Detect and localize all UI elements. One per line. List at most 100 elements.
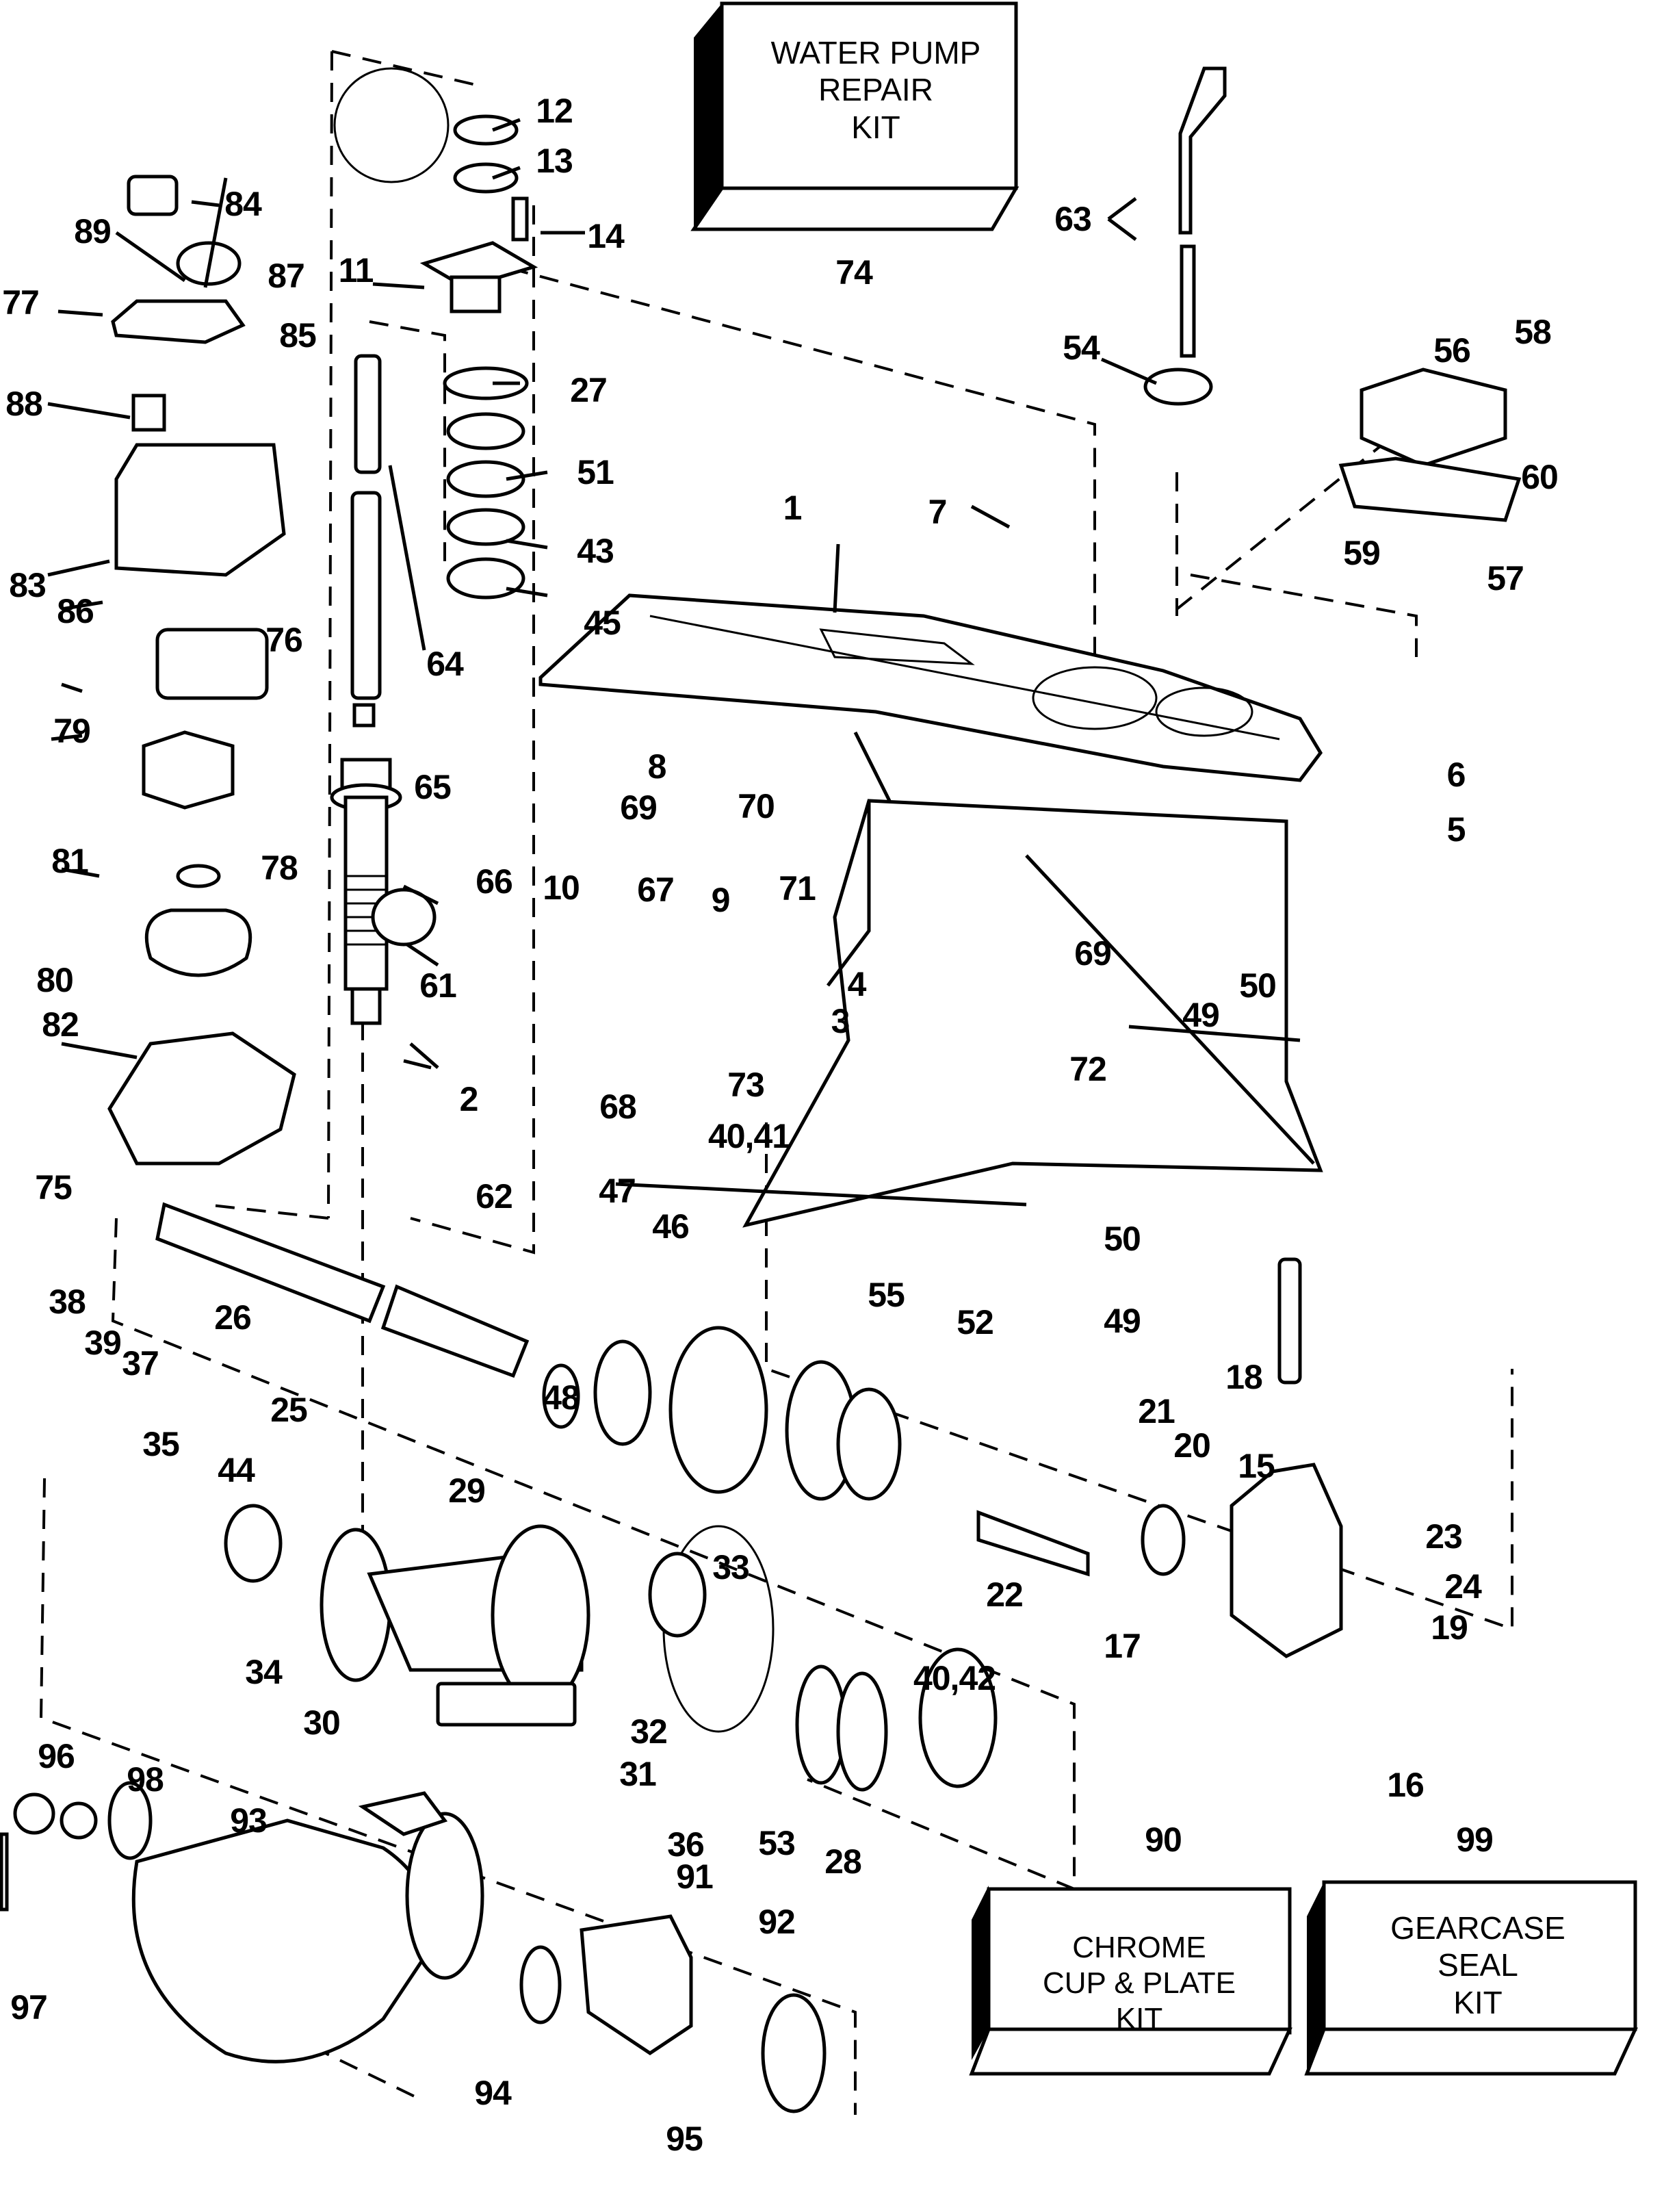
callout-92: 92 [758, 1903, 796, 1941]
callout-19: 19 [1431, 1608, 1468, 1647]
callout-90: 90 [1145, 1821, 1182, 1859]
callout-13: 13 [536, 142, 573, 180]
kit-line: REPAIR [818, 72, 933, 108]
callout-86: 86 [57, 592, 94, 630]
chrome-cup-kit-label: CHROME CUP & PLATE KIT [992, 1930, 1286, 2037]
callout-58: 58 [1514, 313, 1552, 351]
callout-77: 77 [2, 283, 40, 322]
chrome-cup-kit-box [969, 1886, 1292, 2076]
callout-60: 60 [1521, 458, 1559, 496]
kit-line: GEARCASE [1390, 1910, 1565, 1946]
callout-57: 57 [1487, 559, 1524, 597]
callout-50: 50 [1239, 966, 1277, 1005]
callout-89: 89 [74, 212, 112, 250]
callout-80: 80 [36, 961, 74, 999]
callout-11: 11 [338, 251, 374, 290]
callout-7: 7 [928, 493, 948, 531]
callout-75: 75 [35, 1168, 73, 1207]
callout-82: 82 [42, 1005, 79, 1044]
propeller-shaft-and-gears [155, 888, 902, 1501]
callout-53: 53 [758, 1824, 796, 1862]
kit-line: WATER PUMP [770, 35, 981, 70]
callout-47: 47 [599, 1172, 636, 1210]
callout-87: 87 [268, 257, 305, 295]
callout-1: 1 [783, 489, 803, 527]
callout-85: 85 [279, 316, 317, 355]
callout-44: 44 [218, 1451, 255, 1489]
callout-49: 49 [1104, 1302, 1141, 1340]
callout-3: 3 [831, 1002, 850, 1040]
callout-94: 94 [474, 2074, 512, 2112]
callout-4: 4 [847, 965, 867, 1003]
callout-17: 17 [1104, 1627, 1141, 1665]
gearcase-seal-kit-label: GEARCASE SEAL KIT [1327, 1909, 1628, 2021]
callout-15: 15 [1238, 1447, 1275, 1485]
callout-68: 68 [599, 1088, 637, 1126]
callout-73: 73 [727, 1066, 765, 1104]
callout-34: 34 [245, 1653, 283, 1691]
callout-78: 78 [261, 849, 298, 887]
kit-line: CHROME [1072, 1931, 1206, 1964]
callout-81: 81 [51, 842, 89, 880]
callout-40-42: 40,42 [913, 1659, 996, 1697]
callout-12: 12 [536, 92, 573, 130]
kit-line: KIT [1453, 1984, 1503, 2020]
water-pump-kit-label: WATER PUMP REPAIR KIT [739, 34, 1013, 146]
callout-22: 22 [986, 1576, 1024, 1614]
callout-20: 20 [1173, 1426, 1211, 1465]
callout-48: 48 [543, 1378, 580, 1417]
callout-46: 46 [652, 1207, 690, 1246]
callout-35: 35 [142, 1425, 180, 1463]
kit-line: CUP & PLATE [1042, 1966, 1236, 2000]
leader-lines [47, 118, 1158, 1207]
kit-line: SEAL [1438, 1947, 1518, 1983]
water-pump-assembly [107, 175, 296, 1166]
callout-95: 95 [666, 2120, 703, 2158]
callout-32: 32 [630, 1712, 668, 1751]
callout-63: 63 [1054, 200, 1092, 238]
callout-18: 18 [1225, 1358, 1263, 1396]
callout-29: 29 [448, 1471, 486, 1510]
shift-assembly [976, 1257, 1343, 1658]
callout-70: 70 [738, 787, 775, 825]
drive-shaft [330, 354, 402, 1025]
callout-69: 69 [620, 788, 658, 827]
callout-38: 38 [49, 1283, 86, 1321]
gearcase-housing [538, 593, 1323, 1228]
propeller [0, 1781, 827, 2113]
callout-28: 28 [824, 1842, 862, 1881]
callout-98: 98 [127, 1760, 164, 1799]
callout-88: 88 [5, 385, 43, 423]
callout-2: 2 [459, 1080, 479, 1118]
callout-43: 43 [577, 532, 614, 570]
callout-26: 26 [214, 1298, 252, 1337]
callout-6: 6 [1446, 756, 1466, 794]
callout-79: 79 [53, 712, 91, 750]
callout-9: 9 [711, 881, 731, 919]
callout-93: 93 [230, 1801, 268, 1840]
callout-59: 59 [1343, 534, 1381, 572]
callout-45: 45 [584, 604, 621, 642]
callout-55: 55 [868, 1276, 905, 1314]
callout-49: 49 [1182, 996, 1220, 1034]
callout-62: 62 [476, 1177, 513, 1216]
callout-21: 21 [1138, 1392, 1175, 1430]
callout-56: 56 [1433, 331, 1471, 370]
kit-line: KIT [851, 109, 900, 145]
water-pump-kit-box [690, 1, 1019, 231]
callout-69: 69 [1074, 934, 1112, 973]
callout-40-41: 40,41 [707, 1117, 791, 1155]
callout-61: 61 [419, 966, 457, 1005]
callout-27: 27 [570, 371, 608, 409]
callout-74: 74 [835, 253, 873, 292]
callout-37: 37 [122, 1344, 159, 1382]
callout-39: 39 [84, 1324, 122, 1362]
callout-67: 67 [637, 871, 675, 909]
callout-50: 50 [1104, 1220, 1141, 1258]
callout-91: 91 [676, 1857, 714, 1896]
callout-51: 51 [577, 453, 614, 491]
callout-66: 66 [476, 862, 513, 901]
callout-64: 64 [426, 645, 464, 683]
callout-83: 83 [9, 566, 47, 604]
kit-line: KIT [1115, 2001, 1163, 2035]
